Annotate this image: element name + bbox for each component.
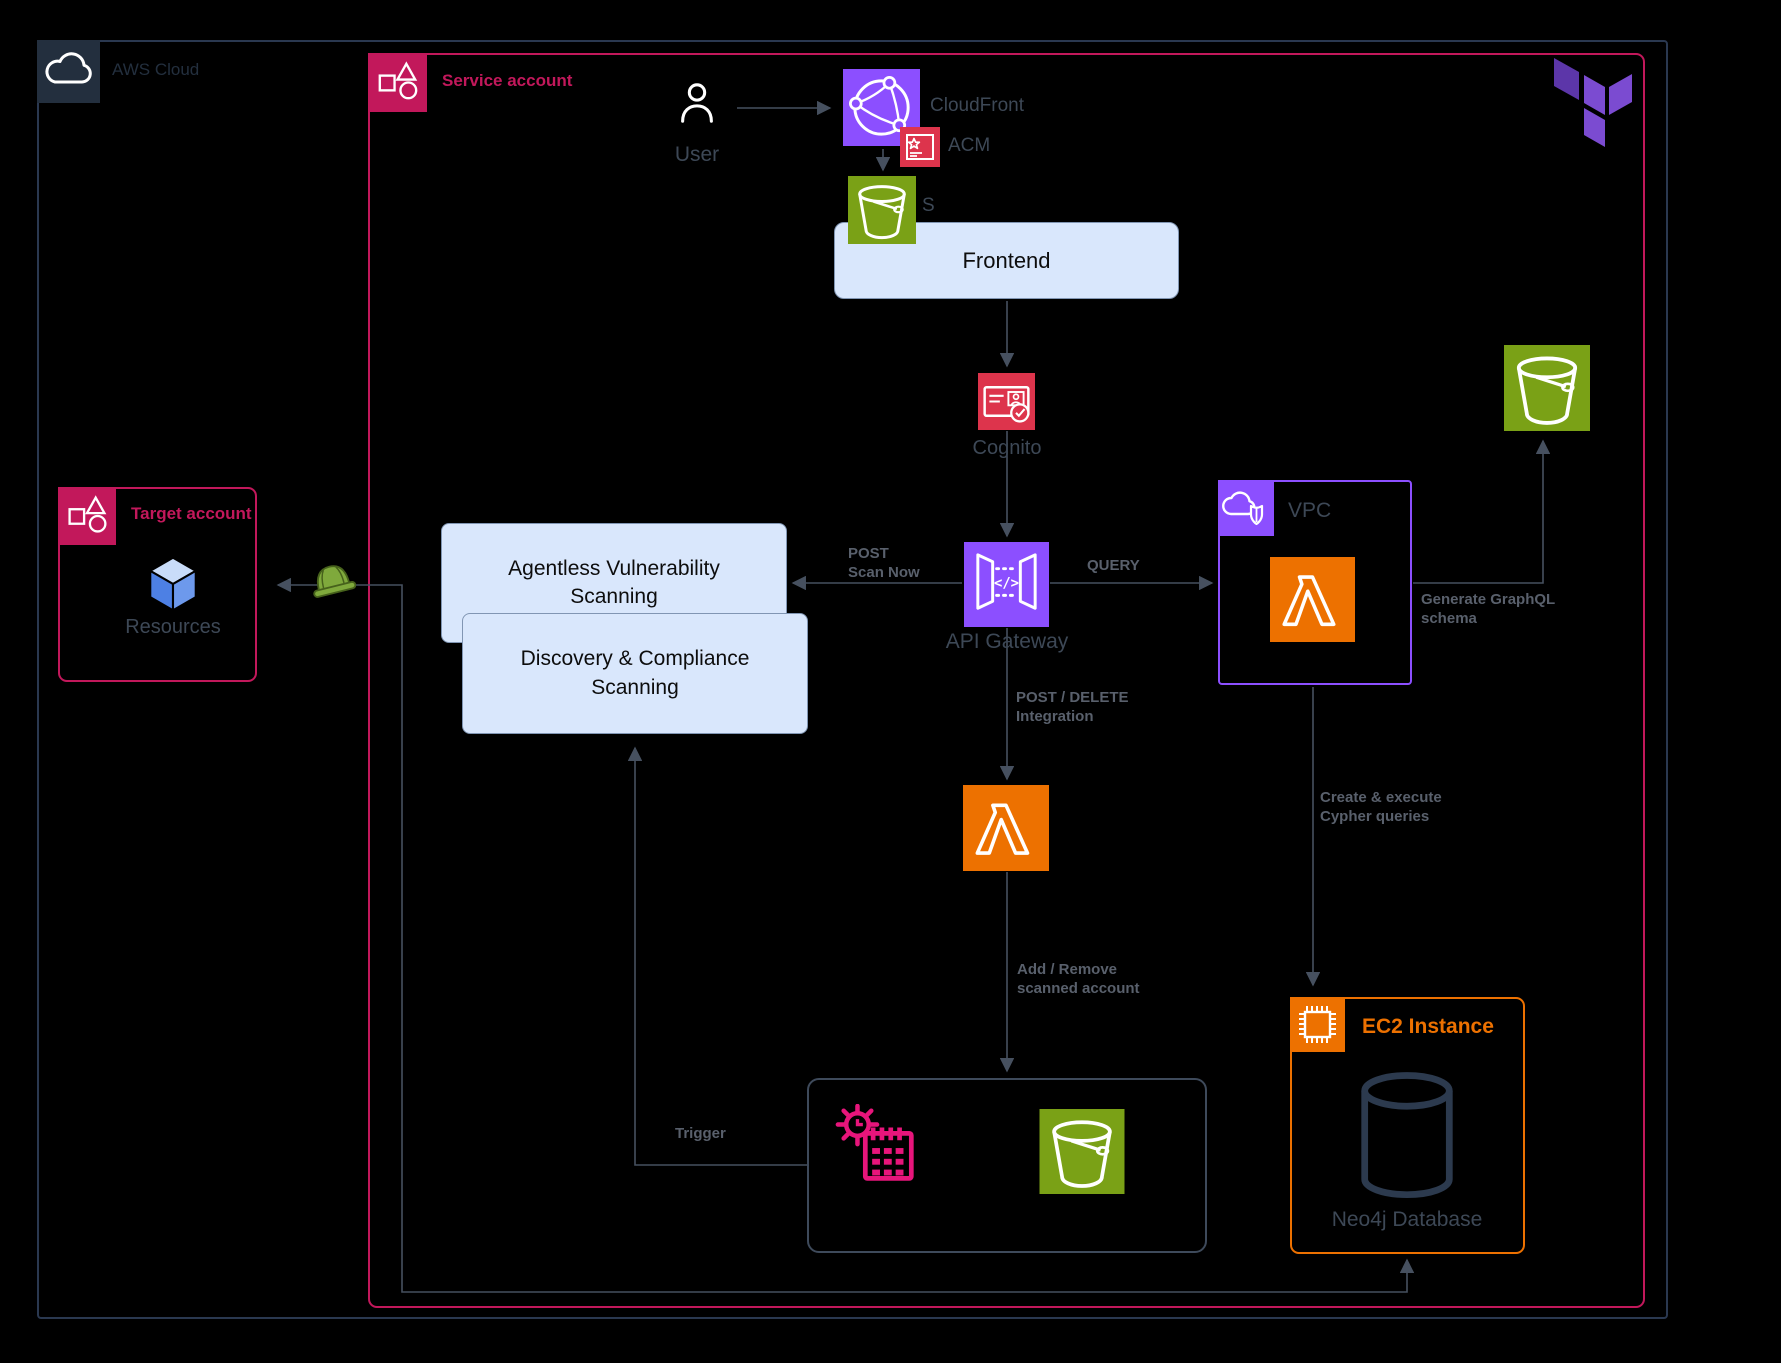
resources-label: Resources: [125, 616, 221, 638]
discovery-scanning-label: Discovery & Compliance Scanning: [520, 647, 750, 699]
edge-label-generate-graphql: Generate GraphQL schema: [1421, 591, 1556, 627]
target-account-label: Target account: [131, 504, 252, 523]
s3-schema-bucket-icon: [1504, 345, 1590, 431]
target-account-icon: [58, 487, 116, 545]
terraform-logo-icon: [1554, 58, 1632, 147]
service-account-icon: [368, 53, 427, 112]
hardhat-icon: [313, 565, 356, 598]
api-gateway-icon: </>: [964, 542, 1049, 627]
vpc-label: VPC: [1288, 499, 1332, 522]
target-account-group: [58, 487, 257, 682]
api-gateway-label: API Gateway: [945, 630, 1069, 653]
edge-trigger: [627, 746, 807, 1166]
edge-vpc-s3-schema: [1413, 439, 1551, 584]
svg-text:</>: </>: [994, 575, 1019, 591]
user-label: User: [674, 143, 720, 166]
acm-icon: [900, 127, 940, 167]
ec2-icon: [1290, 997, 1345, 1052]
cognito-label: Cognito: [972, 437, 1042, 459]
resources-cube-icon: [148, 556, 198, 613]
edge-label-cypher: Create & execute Cypher queries: [1320, 789, 1442, 825]
vpc-icon: [1218, 480, 1274, 536]
acm-label: ACM: [948, 135, 991, 156]
eventbridge-scheduler-icon: [835, 1104, 914, 1181]
edge-label-post-scan-now: POST Scan Now: [848, 545, 920, 581]
s3-scheduler-bucket-icon: [1039, 1109, 1125, 1194]
frontend-label: Frontend: [962, 247, 1051, 273]
vpc-lambda-icon: [1270, 557, 1355, 642]
aws-cloud-label: AWS Cloud: [112, 60, 200, 79]
edge-label-trigger: Trigger: [675, 1125, 726, 1142]
aws-cloud-icon: [37, 40, 100, 103]
lambda-icon: [963, 785, 1049, 871]
aws-cloud-group: [37, 40, 1668, 1319]
edge-scan-loop: [276, 577, 1415, 1293]
edge-label-post-delete: POST / DELETE Integration: [1016, 689, 1129, 725]
neo4j-label: Neo4j Database: [1331, 1208, 1483, 1231]
cloudfront-label: CloudFront: [930, 95, 1024, 116]
edge-label-add-remove: Add / Remove scanned account: [1017, 961, 1140, 997]
discovery-scanning-box: Discovery & Compliance Scanning: [462, 613, 808, 734]
agentless-scanning-label: Agentless Vulnerability Scanning: [508, 556, 720, 608]
edge-label-query: QUERY: [1087, 557, 1140, 574]
user-icon: [681, 83, 713, 123]
neo4j-database-icon: [1361, 1072, 1453, 1199]
s3-frontend-bucket-icon: [848, 176, 916, 244]
service-account-label: Service account: [442, 71, 573, 90]
ec2-instance-label: EC2 Instance: [1362, 1015, 1494, 1038]
s3-frontend-label: S: [922, 195, 935, 216]
cognito-icon: [978, 373, 1035, 430]
